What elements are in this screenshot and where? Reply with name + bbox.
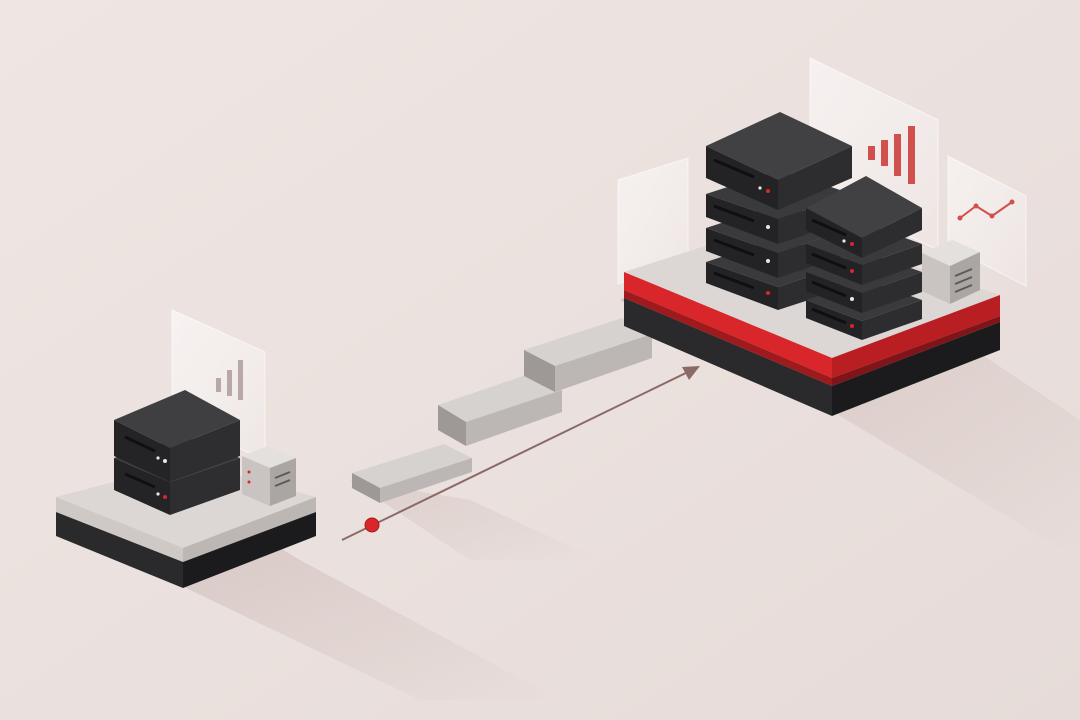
small-panel-bar [216, 378, 221, 392]
large-panel-bar-chart [868, 126, 915, 184]
small-cluster [56, 309, 316, 588]
migration-start-marker [364, 517, 380, 533]
small-panel-bar [227, 370, 232, 396]
line-chart-point [973, 203, 979, 209]
server-led [850, 269, 854, 273]
large-cluster [617, 57, 1027, 416]
large-server-stack-right [806, 176, 922, 340]
large-panel-bar [894, 134, 901, 176]
small-server-stack [114, 390, 240, 515]
large-panel-bar [881, 140, 888, 166]
server-led [850, 242, 854, 246]
small-panel-bar-chart [216, 360, 243, 400]
large-panel-bar [908, 126, 915, 184]
small-server-led [163, 495, 167, 499]
server-led [842, 239, 846, 243]
small-server-led [163, 459, 167, 463]
small-server-led [156, 456, 160, 460]
migration-arrow-line [341, 369, 693, 541]
migration-step [352, 444, 472, 503]
small-storage-box [242, 446, 296, 506]
large-storage-box [922, 240, 980, 304]
server-led [766, 189, 770, 193]
server-led [850, 324, 854, 328]
small-panel-bar [238, 360, 243, 400]
line-chart-point [957, 215, 963, 221]
migration-arrow-head [682, 366, 700, 380]
small-server-led [156, 492, 160, 496]
large-panel-bar [868, 146, 875, 160]
server-led [766, 291, 770, 295]
server-led [758, 186, 762, 190]
server-led [766, 225, 770, 229]
server-led [850, 297, 854, 301]
migration-path [341, 318, 700, 541]
server-led [766, 259, 770, 263]
migration-step [524, 318, 652, 392]
line-chart-point [1009, 199, 1015, 205]
large-panel-line-chart [959, 201, 1013, 219]
line-chart-point [989, 213, 995, 219]
migration-step [438, 373, 562, 446]
large-panel-line-points [957, 199, 1015, 221]
